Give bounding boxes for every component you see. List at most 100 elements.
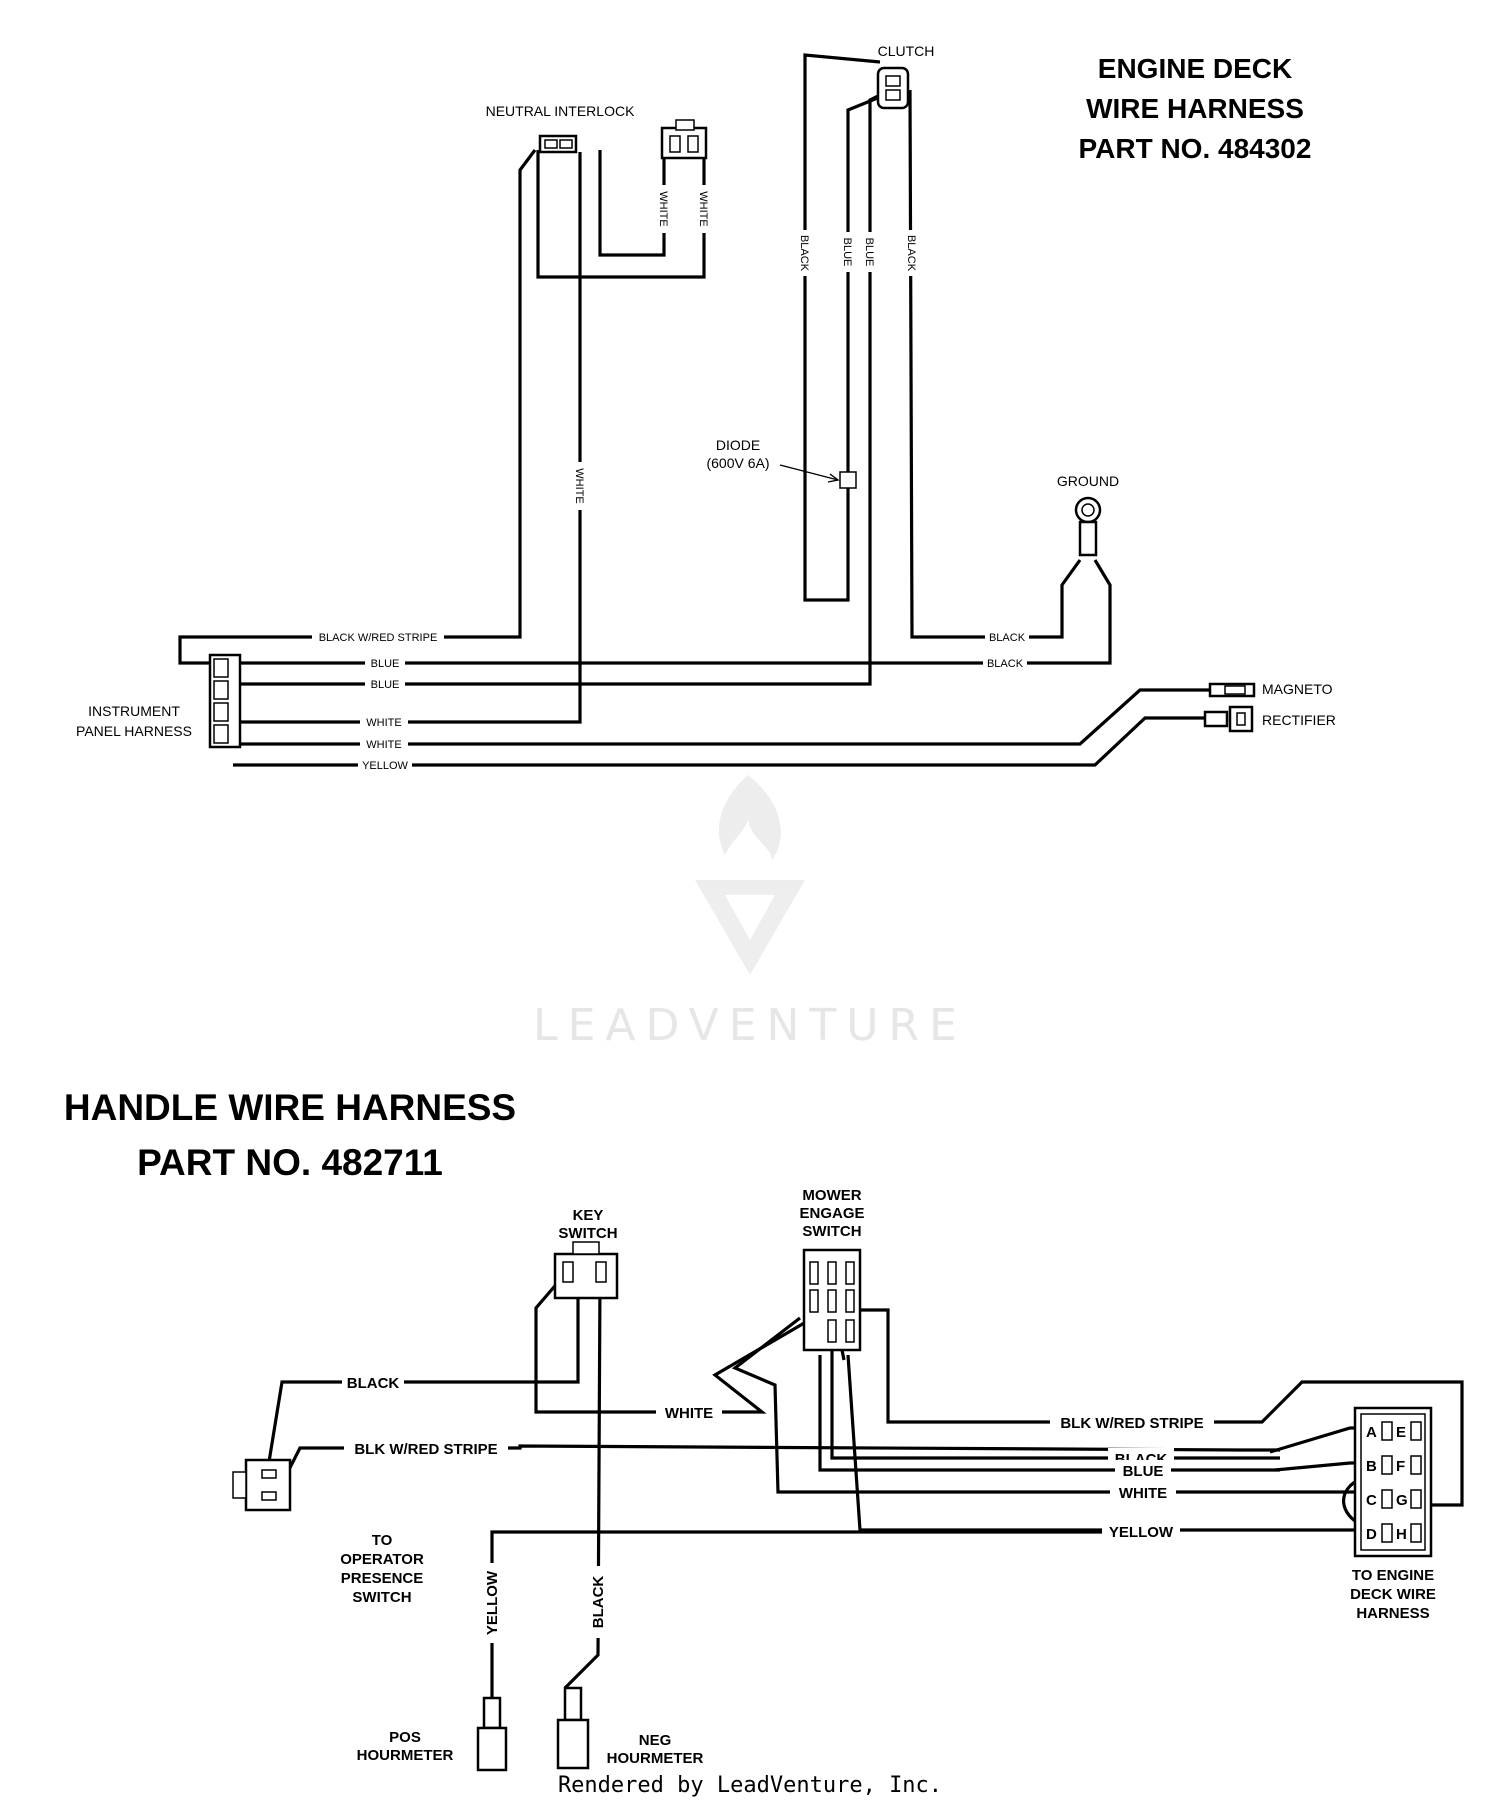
label-clutch-black2: BLACK — [905, 235, 917, 272]
label-diode-rating: (600V 6A) — [706, 455, 769, 471]
operator-presence-connector — [232, 1458, 292, 1512]
wire-handle-white — [534, 1278, 819, 1414]
label-mower-engage-2: ENGAGE — [799, 1205, 864, 1222]
key-switch — [553, 1241, 619, 1300]
label-rectifier: RECTIFIER — [1262, 712, 1336, 728]
label-neutral-interlock: NEUTRAL INTERLOCK — [486, 103, 636, 119]
label-handle-blue-right: BLUE — [1123, 1463, 1164, 1480]
deck-harness-connector — [1353, 1406, 1433, 1558]
wire-handle-blue-b — [1274, 1461, 1362, 1472]
pin-e: E — [1396, 1424, 1406, 1441]
svg-text:ENGINE DECK: ENGINE DECK — [1098, 53, 1292, 84]
label-pos-hourmeter-2: HOURMETER — [357, 1747, 454, 1764]
label-mower-engage-3: SWITCH — [802, 1223, 861, 1240]
wire-handle-yellow-right — [846, 1354, 1362, 1532]
label-wire-blue2: BLUE — [371, 679, 400, 691]
wire-handle-black-vert — [563, 1279, 602, 1690]
watermark-text: LEADVENTURE — [533, 1000, 967, 1051]
label-handle-blk-red-left: BLK W/RED STRIPE — [354, 1441, 497, 1458]
wire-handle-blk-red-right — [850, 1308, 1464, 1507]
credit-text: Rendered by LeadVenture, Inc. — [558, 1773, 942, 1798]
wire-interlock-right — [536, 150, 706, 279]
label-deck-harness: TO ENGINE — [1352, 1567, 1434, 1584]
label-operator-presence: TO — [372, 1532, 393, 1549]
pin-b: B — [1366, 1458, 1377, 1475]
label-handle-white: WHITE — [665, 1405, 713, 1422]
wire-handle-blk-red-left — [273, 1444, 1280, 1498]
label-neg-hourmeter-2: HOURMETER — [607, 1750, 704, 1767]
label-wire-white-sw1: WHITE — [657, 191, 669, 226]
wire-white-interlock — [233, 152, 582, 724]
engine-vertical-labels: WHITE WHITE WHITE BLACK BLUE BLUE BLACK — [573, 185, 919, 510]
diode-component — [779, 464, 857, 489]
label-deck-harness-2: DECK WIRE — [1350, 1586, 1436, 1603]
pin-g: G — [1396, 1492, 1408, 1509]
label-neg-hourmeter: NEG — [639, 1732, 672, 1749]
label-wire-blue1: BLUE — [371, 658, 400, 670]
svg-text:PART NO. 482711: PART NO. 482711 — [137, 1142, 443, 1183]
mower-engage-switch — [802, 1248, 862, 1352]
wire-white-magneto — [233, 688, 1210, 746]
pos-hourmeter-terminal — [476, 1696, 508, 1772]
label-operator-presence-4: SWITCH — [352, 1589, 411, 1606]
clutch-connector — [876, 66, 910, 110]
label-clutch-black1: BLACK — [798, 235, 810, 272]
instrument-panel-connector — [208, 653, 242, 749]
label-pos-hourmeter: POS — [389, 1729, 421, 1746]
wire-handle-black-a — [1269, 1426, 1362, 1454]
label-wire-white-sw2: WHITE — [697, 191, 709, 226]
label-key-switch-2: SWITCH — [558, 1225, 617, 1242]
engine-deck-wires — [178, 53, 1210, 767]
wire-handle-black — [266, 1280, 580, 1469]
engine-wire-labels: BLACK W/RED STRIPE BLUE BLUE WHITE WHITE… — [312, 630, 1029, 772]
wire-black-clutch-ground — [908, 89, 1082, 639]
wire-clutch-black-loop — [803, 53, 886, 602]
label-wire-white1: WHITE — [366, 717, 401, 729]
label-handle-white-right: WHITE — [1119, 1485, 1167, 1502]
wire-black-red-stripe — [178, 149, 537, 665]
ground-ring-terminal — [1074, 496, 1102, 557]
label-wire-white2: WHITE — [366, 739, 401, 751]
label-handle-yellow-right: YELLOW — [1109, 1524, 1174, 1541]
pin-a: A — [1366, 1424, 1377, 1441]
label-handle-black-vert: BLACK — [590, 1576, 607, 1629]
label-operator-presence-3: PRESENCE — [341, 1570, 424, 1587]
label-ground: GROUND — [1057, 473, 1119, 489]
engine-deck-title: ENGINE DECK WIRE HARNESS PART NO. 484302 — [1079, 53, 1312, 164]
label-handle-yellow-vert: YELLOW — [484, 1570, 501, 1635]
handle-title: HANDLE WIRE HARNESS PART NO. 482711 — [64, 1087, 516, 1183]
label-magneto: MAGNETO — [1262, 681, 1333, 697]
label-wire-yellow: YELLOW — [362, 760, 408, 772]
label-clutch-blue1: BLUE — [841, 238, 853, 267]
label-key-switch: KEY — [573, 1207, 604, 1224]
magneto-terminal — [1208, 682, 1256, 698]
label-deck-harness-3: HARNESS — [1356, 1605, 1429, 1622]
label-clutch-blue2: BLUE — [863, 238, 875, 267]
label-clutch: CLUTCH — [878, 43, 935, 59]
wire-interlock-switch — [598, 150, 666, 257]
wire-blue-clutch — [233, 88, 891, 686]
neg-hourmeter-terminal — [556, 1686, 590, 1770]
rectifier-terminal — [1203, 705, 1254, 733]
svg-text:WIRE HARNESS: WIRE HARNESS — [1086, 93, 1304, 124]
label-operator-presence-2: OPERATOR — [340, 1551, 424, 1568]
label-wire-white-vert: WHITE — [573, 468, 585, 503]
wire-handle-black-right — [830, 1325, 1280, 1460]
wire-handle-white-right — [731, 1316, 1280, 1494]
label-handle-blk-red-right: BLK W/RED STRIPE — [1060, 1415, 1203, 1432]
interlock-switch-connector — [660, 119, 708, 160]
pin-h: H — [1396, 1526, 1407, 1543]
label-instrument-panel-2: PANEL HARNESS — [76, 723, 192, 739]
svg-text:HANDLE WIRE HARNESS: HANDLE WIRE HARNESS — [64, 1087, 516, 1128]
pin-d: D — [1366, 1526, 1377, 1543]
deck-connector-pin-labels: A B C D E F G H — [1366, 1424, 1408, 1543]
label-diode: DIODE — [716, 437, 760, 453]
pin-f: F — [1396, 1458, 1405, 1475]
wire-yellow-rectifier — [233, 716, 1205, 767]
handle-wire-labels: BLACK BLK W/RED STRIPE WHITE BLK W/RED S… — [342, 1372, 1214, 1643]
label-wire-black-red: BLACK W/RED STRIPE — [319, 632, 438, 644]
svg-text:PART NO. 484302: PART NO. 484302 — [1079, 133, 1312, 164]
label-handle-black: BLACK — [347, 1375, 400, 1392]
label-wire-black-ground1: BLACK — [989, 632, 1026, 644]
